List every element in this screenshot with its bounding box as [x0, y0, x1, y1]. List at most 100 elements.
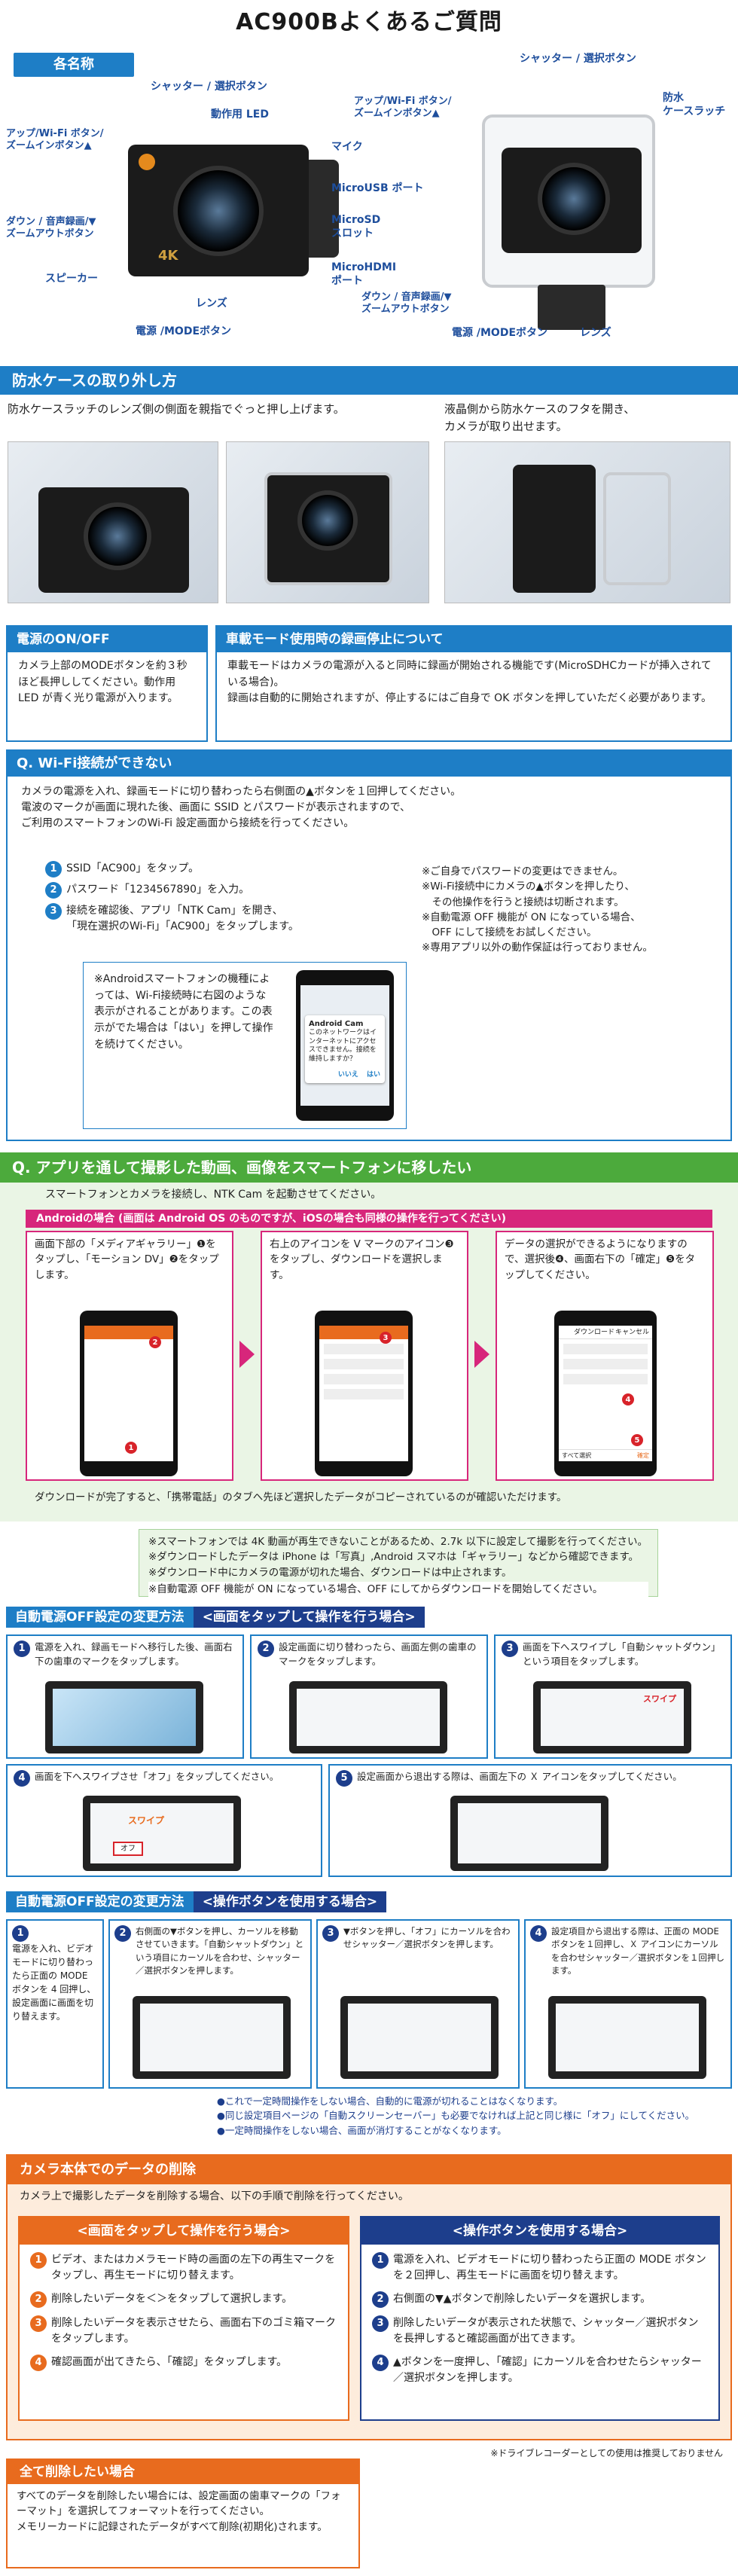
android-phone-image: Android Cam このネットワークはインターネットにアクセスできません。接…: [296, 970, 394, 1121]
car-heading: 車載モード使用時の録画停止について: [217, 627, 730, 652]
transfer-step-1: 画面下部の「メディアギャラリー」❶をタップし、「モーション DV」❷をタップしま…: [26, 1231, 233, 1481]
car-text: 車載モードはカメラの電源が入ると同時に録画が開始される機能です(MicroSDH…: [227, 660, 712, 705]
swipe-label-1: スワイプ: [643, 1694, 676, 1704]
label-up-right: アップ/Wi-Fi ボタン/ ズームインボタン▲: [354, 96, 452, 120]
dialog-yes-button[interactable]: はい: [366, 1071, 380, 1079]
autooff-footnotes: ●これで一定時間操作をしない場合、自動的に電源が切れることはなくなります。 ●同…: [217, 2094, 694, 2138]
phone-confirm[interactable]: 確定: [637, 1452, 649, 1459]
autooff-btn-step-1-text: 電源を入れ、ビデオモードに切り替わったら正面の MODE ボタンを 4 回押し、…: [12, 1943, 96, 2022]
case-photo-1: [8, 441, 218, 603]
wifi-section: Q. Wi-Fi接続ができない カメラの電源を入れ、録画モードに切り替わったら右…: [6, 749, 732, 1141]
names-heading: 各名称: [14, 53, 134, 77]
label-lens-left: レンズ: [196, 298, 227, 310]
delete-footnote: ※ドライブレコーダーとしての使用は推奨しておりません: [490, 2448, 723, 2458]
phone-select-all[interactable]: すべて選択: [562, 1452, 592, 1459]
delete-intro: カメラ上で撮影したデータを削除する場合、以下の手順で削除を行ってください。: [20, 2190, 409, 2202]
autooff-btn-sub: <操作ボタンを使用する場合>: [193, 1891, 387, 1912]
transfer-done: ダウンロードが完了すると、「携帯電話」のタブへ先ほど選択したデータがコピーされて…: [35, 1491, 567, 1503]
transfer-step-2-text: 右上のアイコンを V マークのアイコン❸をタップし、ダウンロードを選択します。: [270, 1238, 454, 1281]
label-down-left: ダウン / 音声録画/▼ ズームアウトボタン: [6, 216, 96, 240]
autooff-touch-step-4-text: 画面を下へスワイプさせ「オフ」をタップしてください。: [35, 1771, 279, 1782]
delete-touch-step-1: ビデオ、またはカメラモード時の画面の左下の再生マークをタップし、再生モードに切り…: [51, 2254, 336, 2281]
camera-case-image: [482, 114, 655, 330]
delete-btn-step-4: ▲ボタンを一度押し、「確認」にカーソルを合わせたらシャッター／選択ボタンを押しま…: [393, 2356, 702, 2384]
label-latch: 防水 ケースラッチ: [663, 92, 726, 118]
delete-touch-step-2: 削除したいデータを＜＞をタップして選択します。: [51, 2293, 293, 2305]
transfer-step-3: データの選択ができるようになりますので、選択後❹、画面右下の「確定」❺をタップし…: [496, 1231, 714, 1481]
delete-touch-head: <画面をタップして操作を行う場合>: [20, 2217, 348, 2245]
power-text: カメラ上部のMODEボタンを約３秒ほど長押ししてください。動作用 LED が青く…: [18, 660, 188, 705]
autooff-touch-sub: <画面をタップして操作を行う場合>: [193, 1607, 425, 1628]
autooff-touch-step-5-text: 設定画面から退出する際は、画面左下の Ｘ アイコンをタップしてください。: [357, 1771, 682, 1782]
delete-all-box: 全て削除したい場合 すべてのデータを削除したい場合には、設定画面の歯車マークの「…: [6, 2458, 360, 2568]
transfer-heading: Q. アプリを通して撮影した動画、画像をスマートフォンに移したい: [0, 1152, 738, 1183]
transfer-auto-note: ※自動電源 OFF 機能が ON になっている場合、OFF にしてからダウンロー…: [148, 1581, 648, 1597]
dialog-no-button[interactable]: いいえ: [337, 1071, 358, 1079]
car-box: 車載モード使用時の録画停止について 車載モードはカメラの電源が入ると同時に録画が…: [215, 625, 732, 742]
autooff-btn-heading: 自動電源OFF設定の変更方法: [6, 1891, 194, 1912]
delete-all-heading: 全て削除したい場合: [8, 2460, 358, 2484]
delete-heading: カメラ本体でのデータの削除: [8, 2156, 730, 2184]
label-mic: マイク: [331, 141, 363, 153]
autooff-touch-heading: 自動電源OFF設定の変更方法: [6, 1607, 194, 1628]
delete-btn-head: <操作ボタンを使用する場合>: [361, 2217, 718, 2245]
autooff-btn-step-4-text: 設定項目から退出する際は、正面の MODE ボタンを１回押し、Ｘ アイコンにカー…: [551, 1926, 724, 1976]
wifi-notes: ※ご自身でパスワードの変更はできません。 ※Wi-Fi接続中にカメラの▲ボタンを…: [422, 864, 723, 956]
autooff-touch-step-2-text: 設定画面に切り替わったら、画面左側の歯車のマークをタップします。: [279, 1641, 477, 1667]
autooff-btn-step-3-text: ▼ボタンを押し、「オフ」にカーソルを合わせシャッター／選択ボタンを押します。: [343, 1926, 511, 1950]
power-box: 電源のON/OFF カメラ上部のMODEボタンを約３秒ほど長押ししてください。動…: [6, 625, 208, 742]
page-title: AC900Bよくあるご質問: [236, 9, 502, 35]
dialog-body: このネットワークはインターネットにアクセスできません。接続を維持しますか？: [309, 1029, 377, 1064]
transfer-note-2: ※ダウンロードしたデータは iPhone は「写真」,Android スマホは「…: [148, 1551, 639, 1564]
label-usb: MicroUSB ポート: [331, 182, 424, 194]
case-step1: 防水ケースラッチのレンズ側の側面を親指でぐっと押し上げます。: [8, 402, 345, 416]
label-speaker: スピーカー: [45, 273, 98, 285]
phone-cancel-label[interactable]: キャンセル: [614, 1329, 649, 1336]
label-shutter-left: シャッター / 選択ボタン: [151, 81, 267, 93]
label-lens-right: レンズ: [580, 327, 611, 339]
case-step2: 液晶側から防水ケースのフタを開き、 カメラが取り出せます。: [444, 402, 636, 433]
phone-download-label: ダウンロード: [574, 1329, 615, 1336]
android-note-box: ※Androidスマートフォンの機種によっては、Wi-Fi接続時に右図のような表…: [83, 962, 407, 1129]
case-photo-2: [226, 441, 429, 603]
label-hdmi: MicroHDMI ポート: [331, 261, 397, 287]
wifi-note-4: ※専用アプリ以外の動作保証は行っておりません。: [422, 942, 653, 954]
transfer-step-1-text: 画面下部の「メディアギャラリー」❶をタップし、「モーション DV」❷をタップしま…: [35, 1238, 219, 1281]
camera-front-image: 4K: [128, 145, 309, 276]
autooff-btn-step-2-text: 右側面の▼ボタンを押し、カーソルを移動させていきます。「自動シャットダウン」とい…: [136, 1926, 304, 1976]
label-led: 動作用 LED: [211, 108, 269, 121]
label-shutter-right: シャッター / 選択ボタン: [520, 53, 636, 65]
wifi-note-3: ※自動電源 OFF 機能が ON になっている場合、 OFF にして接続をお試し…: [422, 911, 641, 939]
autooff-btn-step-3: 3▼ボタンを押し、「オフ」にカーソルを合わせシャッター／選択ボタンを押します。: [316, 1919, 520, 2089]
autooff-footnote-3: ●一定時間操作をしない場合、画面が消灯することがなくなります。: [217, 2124, 507, 2136]
transfer-notes: ※スマートフォンでは 4K 動画が再生できないことがあるため、2.7k 以下に設…: [139, 1529, 658, 1597]
android-bar: Androidの場合 (画面は Android OS のものですが、iOSの場合…: [26, 1210, 712, 1228]
case-heading: 防水ケースの取り外し方: [0, 366, 738, 395]
swipe-label-2: スワイプ: [128, 1815, 165, 1826]
names-section: 各名称 4K シャッター / 選択ボタン 動作用 LED アップ/Wi-Fi ボ…: [0, 47, 738, 363]
autooff-touch-step-1-text: 電源を入れ、録画モードへ移行した後、画面右下の歯車のマークをタップします。: [35, 1641, 233, 1667]
wifi-step-3: 接続を確認後、アプリ「NTK Cam」を開き、 「現在選択のWi-Fi」「AC9…: [66, 905, 299, 932]
delete-touch-step-4: 確認画面が出てきたら、「確認」をタップします。: [51, 2356, 288, 2368]
delete-section: カメラ本体でのデータの削除 カメラ上で撮影したデータを削除する場合、以下の手順で…: [6, 2154, 732, 2440]
android-note: ※Androidスマートフォンの機種によっては、Wi-Fi接続時に右図のような表…: [94, 973, 273, 1051]
delete-touch-step-3: 削除したいデータを表示させたら、画面右下のゴミ箱マークをタップします。: [51, 2317, 336, 2345]
label-power-left: 電源 /MODEボタン: [136, 325, 232, 337]
transfer-section: Q. アプリを通して撮影した動画、画像をスマートフォンに移したい スマートフォン…: [0, 1152, 738, 1521]
autooff-touch-step-3-text: 画面を下へスワイプし「自動シャットダウン」という項目をタップします。: [523, 1641, 721, 1667]
transfer-note-3: ※ダウンロード中にカメラの電源が切れた場合、ダウンロードは中止されます。: [148, 1566, 512, 1579]
off-option[interactable]: オフ: [113, 1842, 143, 1856]
transfer-intro: スマートフォンとカメラを接続し、NTK Cam を起動させてください。: [45, 1189, 382, 1201]
